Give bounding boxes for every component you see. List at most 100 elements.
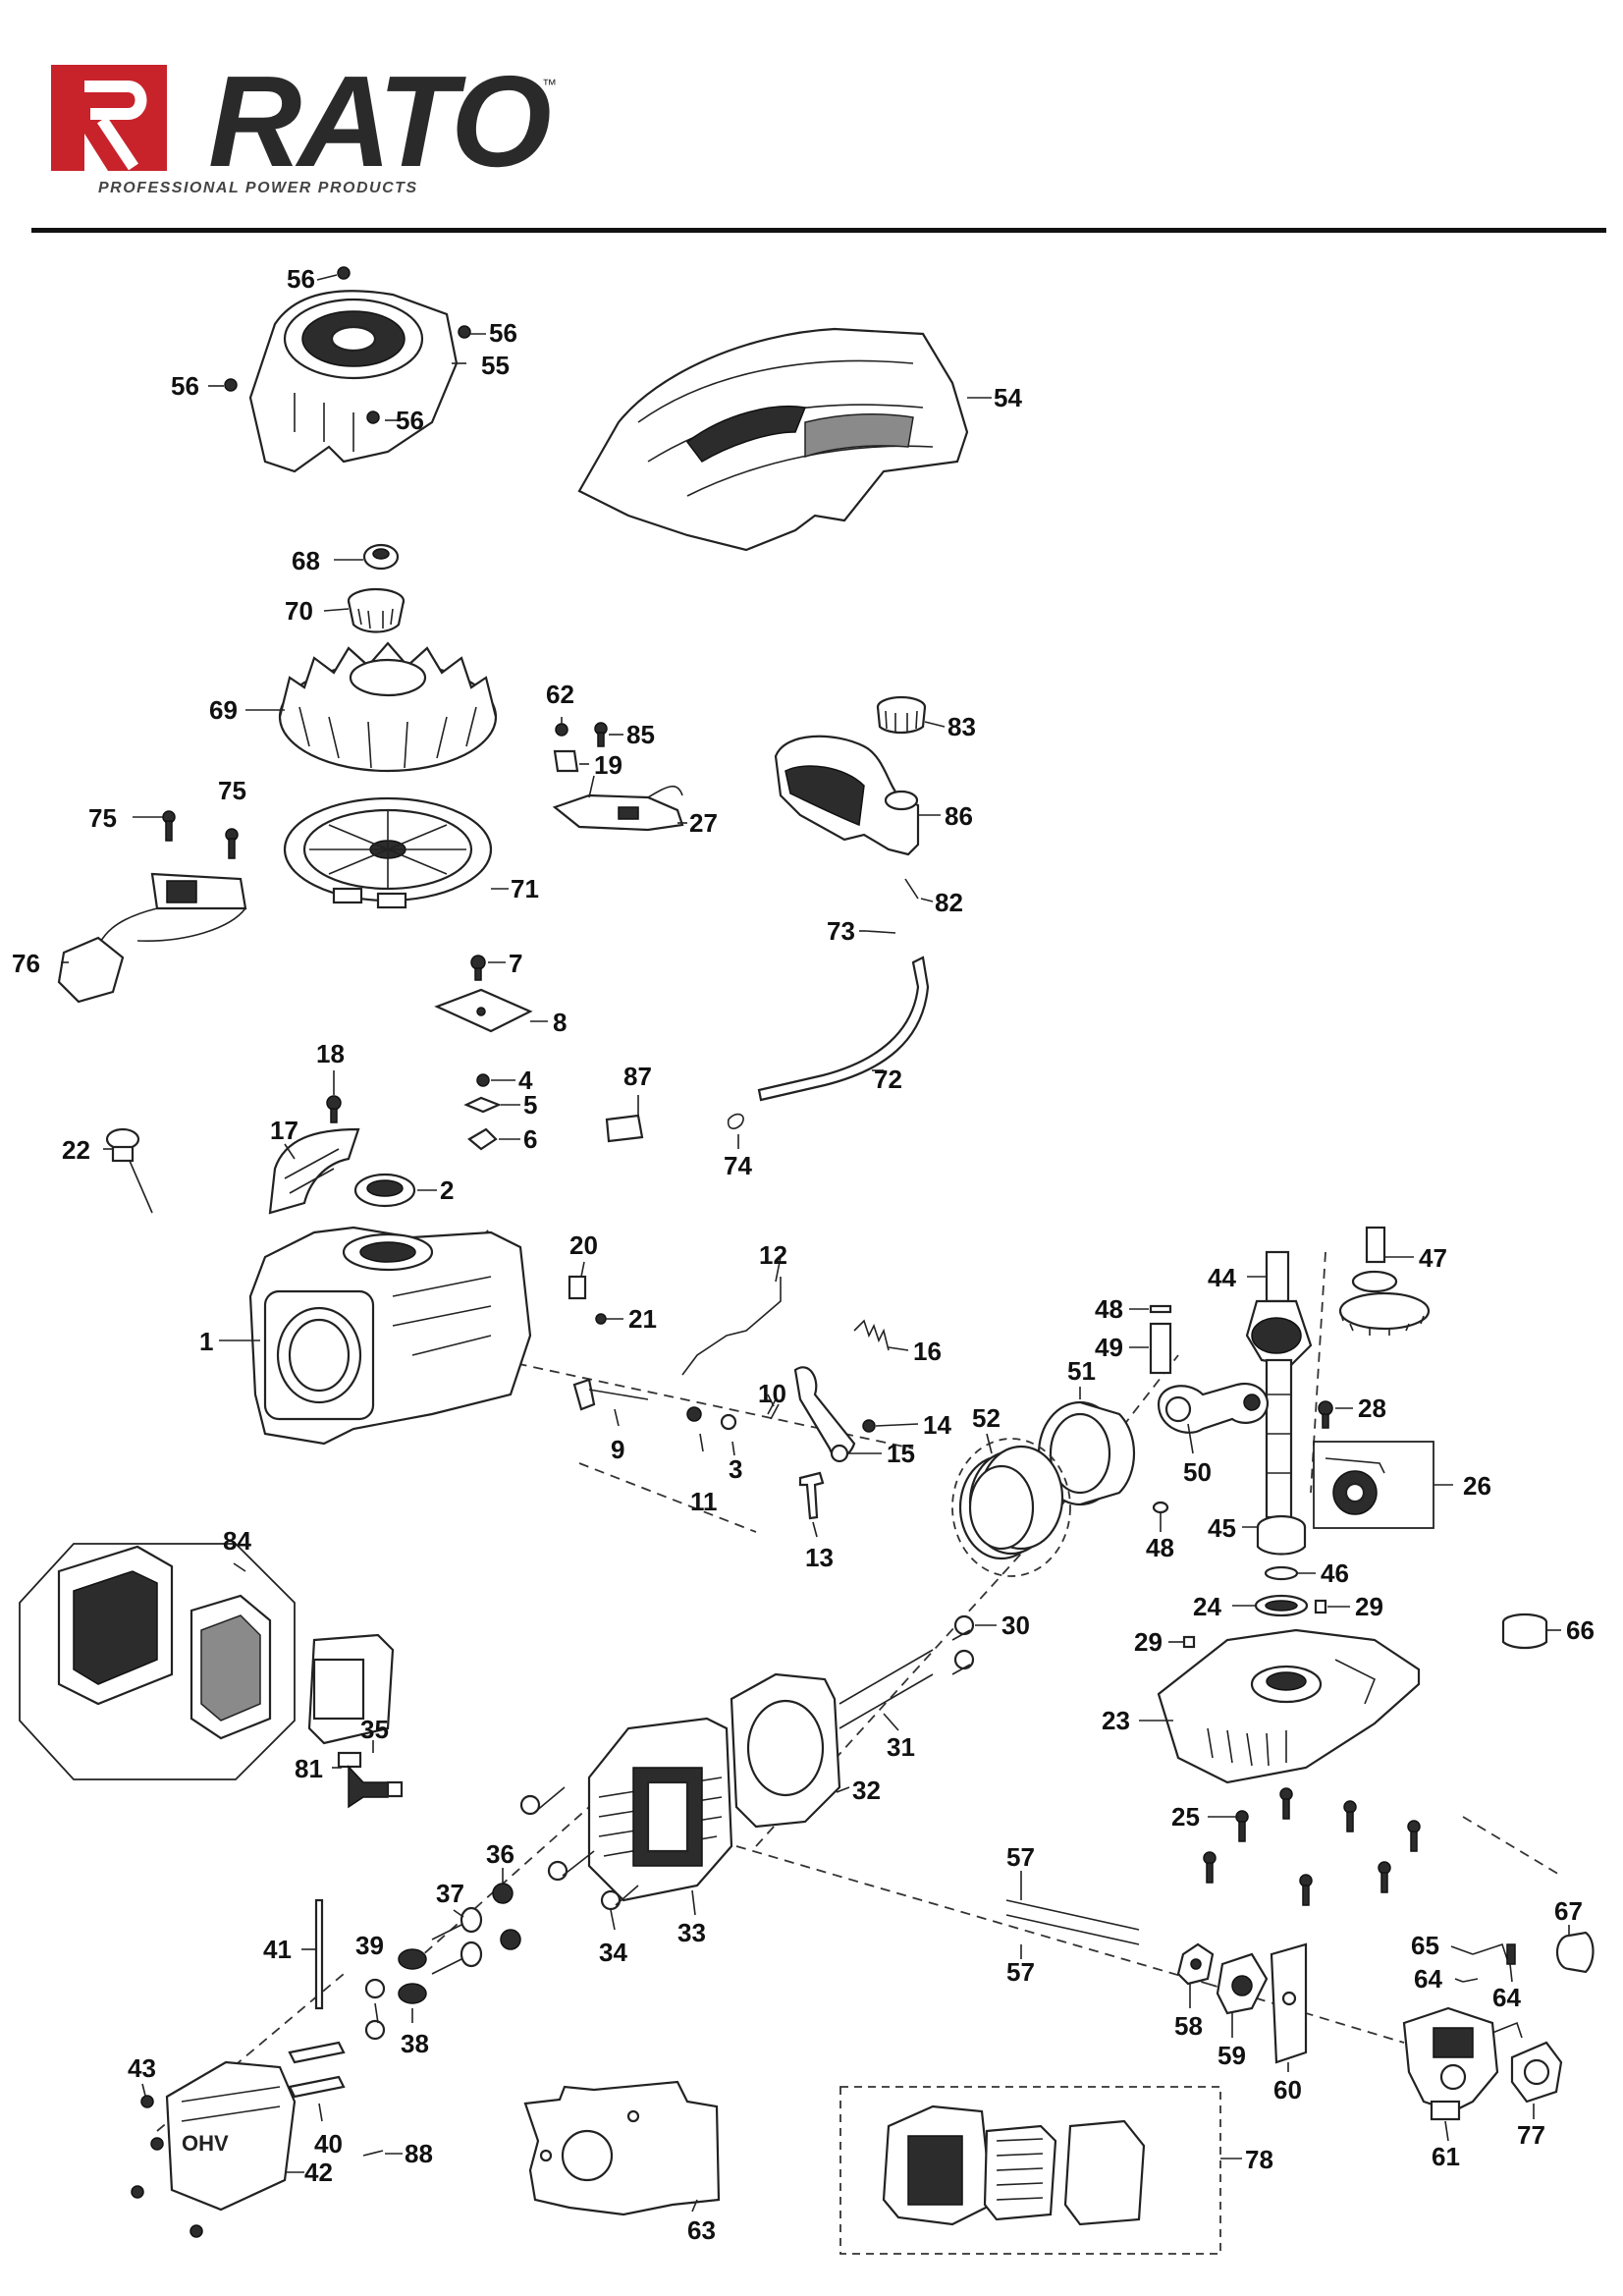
callout-76: 76 — [12, 949, 40, 978]
brand-tagline: PROFESSIONAL POWER PRODUCTS — [98, 180, 418, 196]
part-56-screws — [224, 266, 471, 424]
callout-28: 28 — [1358, 1394, 1386, 1423]
callout-46: 46 — [1321, 1558, 1349, 1588]
callout-50: 50 — [1183, 1457, 1212, 1487]
callout-57-bottom: 57 — [1006, 1957, 1035, 1987]
callout-31: 31 — [887, 1732, 915, 1762]
part-20-21-clip — [568, 1275, 607, 1325]
callout-35: 35 — [360, 1715, 389, 1744]
callout-68: 68 — [292, 546, 320, 575]
part-fuel-lines — [727, 878, 930, 1129]
callout-88: 88 — [405, 2139, 433, 2168]
callout-77: 77 — [1517, 2120, 1545, 2150]
callout-11: 11 — [690, 1487, 718, 1516]
callout-43: 43 — [128, 2053, 156, 2083]
callout-85: 85 — [626, 720, 655, 749]
brand-name: RATO — [208, 49, 552, 193]
part-25-bolts — [1203, 1787, 1421, 1906]
callout-49: 49 — [1095, 1333, 1123, 1362]
callout-4: 4 — [518, 1066, 533, 1095]
callout-38: 38 — [401, 2029, 429, 2058]
callout-37: 37 — [436, 1879, 464, 1908]
part-governor-linkage — [572, 1277, 890, 1520]
part-34-bolts — [519, 1786, 639, 1911]
callout-78: 78 — [1245, 2145, 1273, 2174]
callout-87: 87 — [623, 1062, 652, 1091]
callout-47: 47 — [1419, 1243, 1447, 1273]
part-87-key — [605, 1114, 644, 1143]
callout-6: 6 — [523, 1124, 537, 1154]
callout-17: 17 — [270, 1116, 298, 1145]
callout-67: 67 — [1554, 1896, 1583, 1926]
part-75-bolts — [162, 810, 239, 859]
callout-84: 84 — [223, 1526, 251, 1556]
callout-81: 81 — [295, 1754, 323, 1783]
callout-86: 86 — [945, 801, 973, 831]
part-camshaft-gear — [1338, 1226, 1431, 1336]
part-30-bolts — [951, 1614, 975, 1675]
callout-27: 27 — [689, 808, 718, 838]
callout-56-top: 56 — [287, 264, 315, 294]
part-17-air-guide — [268, 1127, 360, 1215]
callout-21: 21 — [628, 1304, 657, 1334]
callout-labels: 56 56 55 56 56 54 68 70 69 71 75 75 76 6… — [12, 264, 1595, 2245]
callout-56-bottom: 56 — [396, 406, 424, 435]
callout-30: 30 — [1001, 1611, 1030, 1640]
part-fuel-cap — [876, 695, 927, 735]
callout-29-right: 29 — [1355, 1592, 1383, 1621]
callout-18: 18 — [316, 1039, 345, 1068]
callout-24: 24 — [1193, 1592, 1221, 1621]
part-28-bolt — [1318, 1400, 1333, 1429]
part-piston-rings — [951, 1438, 1071, 1577]
part-wrist-pin — [1149, 1304, 1172, 1514]
callout-75-left: 75 — [88, 803, 117, 833]
part-78-box — [839, 2086, 1221, 2255]
part-breather-plate — [434, 955, 533, 1033]
part-crankcase-cover — [1157, 1628, 1421, 1784]
callout-73: 73 — [827, 916, 855, 946]
part-57-studs — [1005, 1899, 1140, 1945]
callout-23: 23 — [1102, 1706, 1130, 1735]
part-muffler-gasket — [523, 2080, 721, 2216]
callout-56-right: 56 — [489, 318, 517, 348]
callout-58: 58 — [1174, 2011, 1203, 2041]
callout-1: 1 — [199, 1327, 213, 1356]
callout-57-top: 57 — [1006, 1842, 1035, 1872]
callout-9: 9 — [611, 1435, 624, 1464]
callout-66: 66 — [1566, 1615, 1595, 1645]
part-crankshaft — [1245, 1250, 1313, 1519]
callout-15: 15 — [887, 1439, 915, 1468]
part-valve-small-parts — [463, 1073, 502, 1151]
callout-34: 34 — [599, 1938, 627, 1967]
part-84-box — [19, 1543, 296, 1780]
callout-45: 45 — [1208, 1513, 1236, 1543]
callout-72: 72 — [874, 1065, 902, 1094]
callout-10: 10 — [758, 1379, 786, 1408]
callout-36: 36 — [486, 1839, 514, 1869]
header-divider — [31, 228, 1606, 233]
callout-29-left: 29 — [1134, 1627, 1163, 1657]
callout-48-top: 48 — [1095, 1294, 1123, 1324]
callout-59: 59 — [1217, 2041, 1246, 2070]
part-flywheel-fan — [283, 796, 493, 909]
part-43-screws — [131, 2095, 203, 2238]
part-18-bolt — [326, 1095, 342, 1123]
callout-51: 51 — [1067, 1356, 1096, 1386]
part-choke-parts — [1462, 1931, 1595, 1983]
part-cylinder-block — [248, 1226, 532, 1446]
callout-14: 14 — [923, 1410, 951, 1440]
part-oil-seal — [353, 1173, 416, 1208]
part-air-filter-element — [307, 1633, 395, 1745]
callout-2: 2 — [440, 1175, 454, 1205]
callout-26: 26 — [1463, 1471, 1491, 1501]
callout-60: 60 — [1273, 2075, 1302, 2105]
callout-13: 13 — [805, 1543, 834, 1572]
part-air-cleaner-assy — [882, 2105, 1146, 2226]
part-29-pin — [1182, 1635, 1196, 1649]
callout-63: 63 — [687, 2215, 716, 2245]
callout-7: 7 — [509, 949, 522, 978]
callout-32: 32 — [852, 1776, 881, 1805]
callout-56-left: 56 — [171, 371, 199, 401]
callout-19: 19 — [594, 750, 622, 780]
